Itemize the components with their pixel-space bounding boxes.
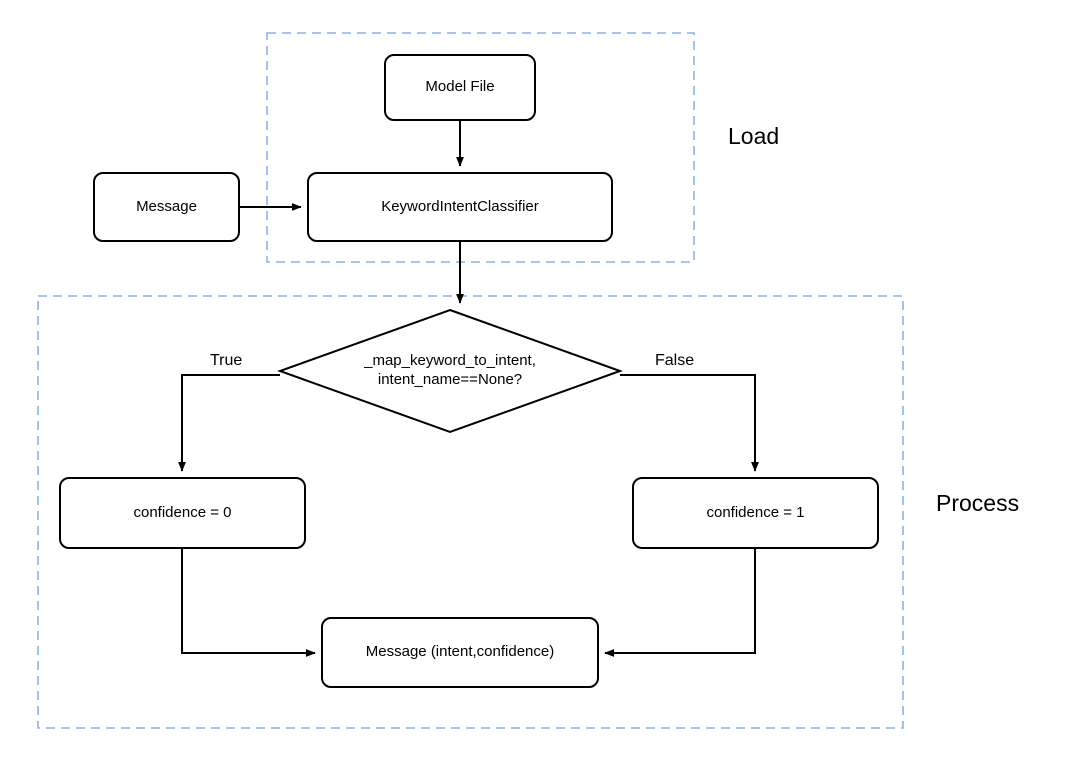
node-shape-message-in[interactable]	[93, 172, 240, 242]
node-shape-message-out[interactable]	[321, 617, 599, 688]
edge-label-false: False	[655, 352, 695, 369]
group-box-process	[37, 295, 904, 729]
edge-label-true: True	[210, 352, 243, 369]
node-shape-model-file[interactable]	[384, 54, 536, 121]
node-shape-confidence-zero[interactable]	[59, 477, 306, 549]
edge-confidence-zero-to-message-out	[181, 548, 316, 657]
edge-confidence-one-to-message-out	[604, 548, 756, 657]
node-shape-decision[interactable]	[277, 308, 623, 434]
group-box-load	[266, 32, 695, 263]
node-shape-keyword-intent-classifier[interactable]	[307, 172, 613, 242]
edge-false-to-confidence-one	[620, 374, 759, 472]
group-label-load: Load	[728, 123, 780, 149]
group-label-process: Process	[936, 490, 1020, 516]
edge-true-to-confidence-zero	[178, 374, 280, 472]
node-shape-confidence-one[interactable]	[632, 477, 879, 549]
